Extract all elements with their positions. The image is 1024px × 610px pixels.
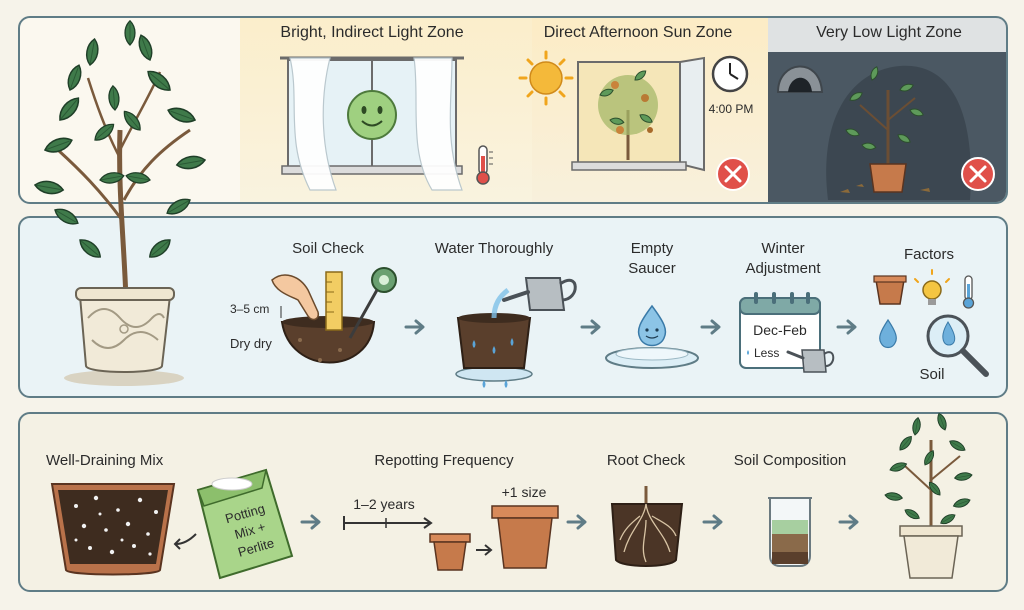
factors-label: Factors	[903, 246, 955, 263]
error-icon-direct-sun	[716, 157, 750, 191]
soil-factor-label: Soil	[919, 366, 945, 383]
repotting-frequency-label: Repotting Frequency	[374, 452, 514, 469]
watering-can-icon	[502, 277, 577, 311]
clock-icon	[711, 55, 749, 93]
factor-thermometer-icon	[962, 275, 975, 309]
clock-time-label: 4:00 PM	[708, 102, 754, 116]
smiley-sun-icon	[347, 90, 397, 140]
error-icon-low-light	[961, 157, 995, 191]
size-label: +1 size	[501, 484, 547, 500]
calendar-icon	[739, 292, 821, 369]
watering-pot-icon	[455, 288, 533, 388]
years-label: 1–2 years	[353, 496, 415, 512]
empty-saucer-icon	[605, 304, 699, 369]
dry-label: Dry dry	[230, 336, 272, 351]
factor-pot-icon	[873, 275, 907, 305]
potting-mix-bag-icon	[196, 468, 294, 580]
calendar-less-label: Less	[754, 346, 780, 360]
dim-room-icon	[826, 65, 971, 200]
large-pot-icon	[491, 505, 559, 569]
timeline-arrow-icon	[343, 516, 433, 530]
low-light-plant-icon	[840, 65, 930, 193]
sunny-window-icon	[571, 56, 705, 172]
low-light-zone-title: Very Low Light Zone	[816, 24, 962, 41]
ceramic-pot-icon	[64, 287, 184, 386]
empty-saucer-label-line2: Saucer	[628, 260, 676, 277]
magnifier-icon	[926, 314, 989, 377]
bright-zone-title: Bright, Indirect Light Zone	[280, 24, 464, 41]
well-draining-mix-label: Well-Draining Mix	[46, 452, 164, 469]
healthy-plant-icon	[883, 411, 974, 579]
soil-check-icon	[271, 267, 397, 364]
root-ball-icon	[610, 486, 684, 567]
beaker-icon	[768, 497, 812, 567]
light-bulb-icon	[914, 269, 950, 305]
root-check-label: Root Check	[606, 452, 686, 469]
small-watering-can-icon	[786, 349, 835, 373]
depth-label: 3–5 cm	[230, 302, 270, 316]
winter-adjustment-label-line2: Adjustment	[745, 260, 821, 277]
soil-check-label: Soil Check	[292, 240, 364, 257]
calendar-months-label: Dec-Feb	[753, 322, 807, 338]
water-drop-icon	[879, 318, 897, 349]
soil-composition-label: Soil Composition	[733, 452, 847, 469]
sun-icon	[518, 50, 574, 106]
empty-saucer-label-line1: Empty	[630, 240, 674, 257]
direct-sun-zone-title: Direct Afternoon Sun Zone	[543, 24, 733, 41]
water-thoroughly-label: Water Thoroughly	[434, 240, 554, 257]
thermometer-icon	[476, 145, 493, 185]
ficus-plant-icon	[33, 20, 207, 301]
small-pot-icon	[429, 533, 471, 571]
winter-adjustment-label-line1: Winter	[761, 240, 805, 257]
soil-mix-pot-icon	[50, 483, 176, 576]
cave-icon	[776, 65, 824, 93]
